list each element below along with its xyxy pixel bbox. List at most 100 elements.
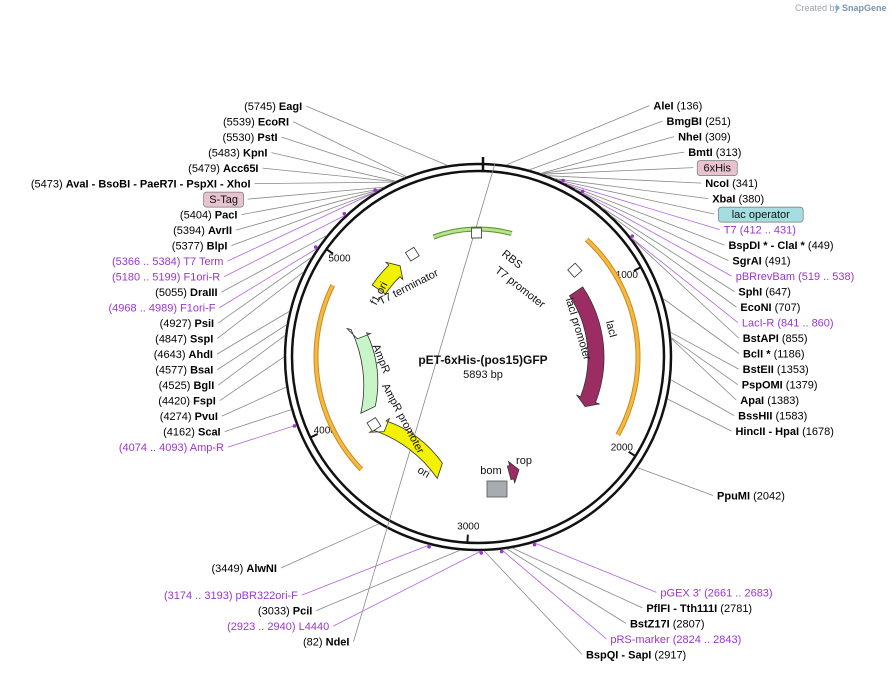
label-part: NcoI — [705, 178, 729, 190]
site-label-bstapi: BstAPI (855) — [743, 333, 808, 345]
leader-line — [670, 337, 739, 385]
label-part: PspOMI — [742, 380, 783, 392]
leader-line — [662, 298, 740, 354]
label-part: AleI — [653, 101, 673, 113]
leader-line — [221, 235, 328, 293]
label-part: BspDI * - ClaI * — [728, 240, 805, 252]
site-label-avai-bsobi-paer7i-pspxi-xhoi: (5473) AvaI - BsoBI - PaeR7I - PspXI - X… — [31, 179, 251, 191]
leader-line — [271, 152, 396, 182]
site-label-bgli: (4525) BglI — [159, 380, 215, 392]
label-part: (449) — [808, 240, 834, 252]
leader-line — [610, 215, 737, 308]
label-part: (841 .. 860) — [777, 318, 833, 330]
ruler-tick-label: 1000 — [616, 270, 639, 281]
site-label-sphi: SphI (647) — [738, 287, 791, 299]
label-part: SgrAI — [732, 256, 761, 268]
site-leader-lines — [216, 105, 740, 655]
primer-mark — [373, 188, 377, 192]
label-part: F1ori-F — [180, 303, 216, 315]
leader-line — [301, 544, 430, 596]
site-label-bsai: (4577) BsaI — [155, 365, 213, 377]
site-label-bcli: BclI * (1186) — [743, 349, 805, 361]
label-part: AvrII — [208, 225, 232, 237]
primer-mark — [342, 211, 347, 216]
label-part: (5055) — [155, 287, 187, 299]
label-part: pRS-marker — [610, 634, 670, 646]
label-part: PstI — [257, 132, 277, 144]
label-part: NdeI — [326, 637, 350, 649]
ruler-tick-label: 4000 — [314, 426, 337, 437]
label-part: (5394) — [173, 225, 205, 237]
label-part: (707) — [775, 302, 801, 314]
site-label-alwni: (3449) AlwNI — [212, 563, 277, 575]
label-part: (5530) — [223, 132, 255, 144]
label-part: (412 .. 431) — [740, 225, 796, 237]
label-part: (1353) — [777, 364, 809, 376]
label-part: (4577) — [155, 365, 187, 377]
snapgene-logo-icon — [836, 4, 840, 12]
feature-label-laci: lacI — [603, 319, 619, 339]
site-label-ncoi: NcoI (341) — [705, 178, 758, 190]
leader-line — [501, 549, 607, 640]
label-part: Amp-R — [190, 442, 224, 454]
lacI-promoter-feature — [567, 262, 583, 278]
leader-line — [670, 379, 735, 416]
site-label-apai: ApaI (1383) — [740, 395, 799, 407]
leader-line — [217, 324, 287, 370]
label-part: (1383) — [767, 395, 799, 407]
leader-line — [231, 191, 377, 246]
label-part: T7 Term — [183, 256, 223, 268]
primer-label-pbrrevbam: pBRrevBam (519 .. 538) — [736, 271, 855, 283]
label-part: PvuI — [195, 411, 218, 423]
label-part: XbaI — [712, 194, 735, 206]
label-part: (4274) — [160, 411, 192, 423]
leader-line — [224, 409, 292, 432]
label-part: AvaI - BsoBI - PaeR7I - PspXI - XhoI — [66, 179, 251, 191]
leader-line — [241, 188, 382, 215]
label-part: (3449) — [212, 563, 244, 575]
t7-terminator-feature — [404, 246, 420, 262]
ruler-tick-label: 5000 — [328, 253, 351, 264]
site-label-kpni: (5483) KpnI — [208, 148, 267, 160]
leader-line — [221, 386, 287, 417]
ampr-feature — [345, 327, 379, 414]
primer-label-prs-marker: pRS-marker (2824 .. 2843) — [610, 634, 741, 646]
leader-line — [506, 548, 627, 624]
label-part: (5377) — [172, 241, 204, 253]
leader-line — [601, 207, 735, 292]
label-part: DraIII — [190, 287, 218, 299]
site-label-eagi: (5745) EagI — [244, 101, 302, 113]
label-part: L4440 — [299, 621, 330, 633]
leader-line — [217, 256, 312, 324]
site-label-bstz17i: BstZ17I (2807) — [630, 618, 705, 630]
label-part: (2824 .. 2843) — [673, 634, 742, 646]
leader-line — [219, 247, 318, 308]
site-labels: AleI (136)BmgBI (251)NheI (309)BmtI (313… — [31, 101, 854, 662]
plasmid-name: pET-6xHis-(pos15)GFP — [418, 353, 547, 367]
site-label-ecori: (5539) EcoRI — [223, 117, 289, 129]
leader-line — [562, 181, 720, 231]
label-part: BstAPI — [743, 333, 779, 345]
label-part: pBRrevBam — [736, 271, 795, 283]
label-part: EcoNI — [740, 302, 771, 314]
label-part: (491) — [765, 256, 791, 268]
leader-line — [667, 398, 732, 432]
label-part: (2661 .. 2683) — [704, 587, 773, 599]
label-part: F1ori-R — [184, 272, 221, 284]
site-label-psti: (5530) PstI — [223, 132, 278, 144]
label-part: (4420) — [158, 396, 190, 408]
label-part: SspI — [190, 334, 213, 346]
feature-label-t7-promoter: T7 promoter — [493, 264, 548, 311]
label-part: (647) — [765, 287, 791, 299]
leader-line — [281, 136, 405, 178]
label-part: (4927) — [160, 318, 192, 330]
site-label-pcii: (3033) PciI — [258, 606, 312, 618]
leader-line — [581, 192, 732, 277]
leader-line — [505, 105, 650, 166]
label-part: BstEII — [743, 364, 774, 376]
label-part: (1379) — [786, 380, 818, 392]
label-part: BssHII — [738, 411, 772, 423]
leader-line — [280, 523, 380, 569]
leader-line — [217, 271, 305, 339]
site-label-psii: (4927) PsiI — [160, 318, 214, 330]
